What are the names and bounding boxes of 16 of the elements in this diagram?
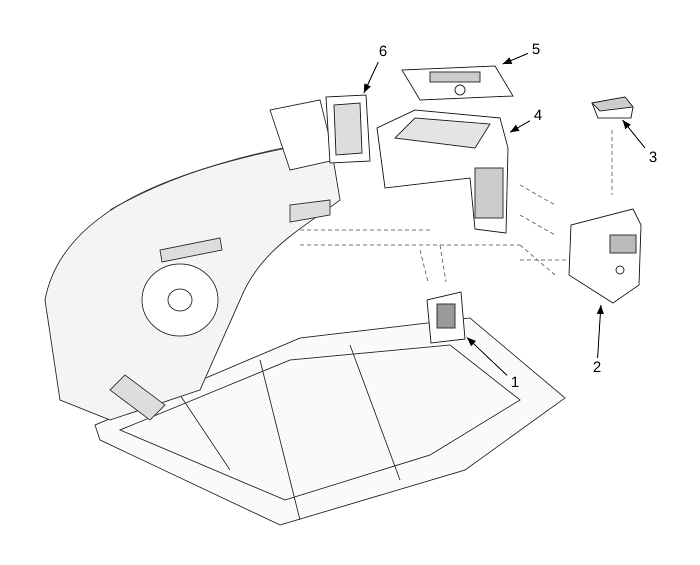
control-panel-drawing xyxy=(400,64,515,102)
leader-arrow xyxy=(622,120,646,149)
console-body-drawing xyxy=(375,108,510,235)
callout-number: 2 xyxy=(589,358,605,378)
leader-arrow xyxy=(363,62,379,94)
leader-arrow xyxy=(510,120,530,133)
leader-arrow xyxy=(466,336,508,376)
tray-drawing xyxy=(590,95,635,120)
callout-number: 3 xyxy=(645,148,661,168)
callout-number: 4 xyxy=(530,106,546,126)
callout-number: 1 xyxy=(507,373,523,393)
callout-number: 5 xyxy=(528,40,544,60)
leader-arrow xyxy=(596,304,604,358)
bracket-drawing xyxy=(425,290,467,345)
leader-arrow xyxy=(502,52,528,64)
callout-number: 6 xyxy=(375,42,391,62)
